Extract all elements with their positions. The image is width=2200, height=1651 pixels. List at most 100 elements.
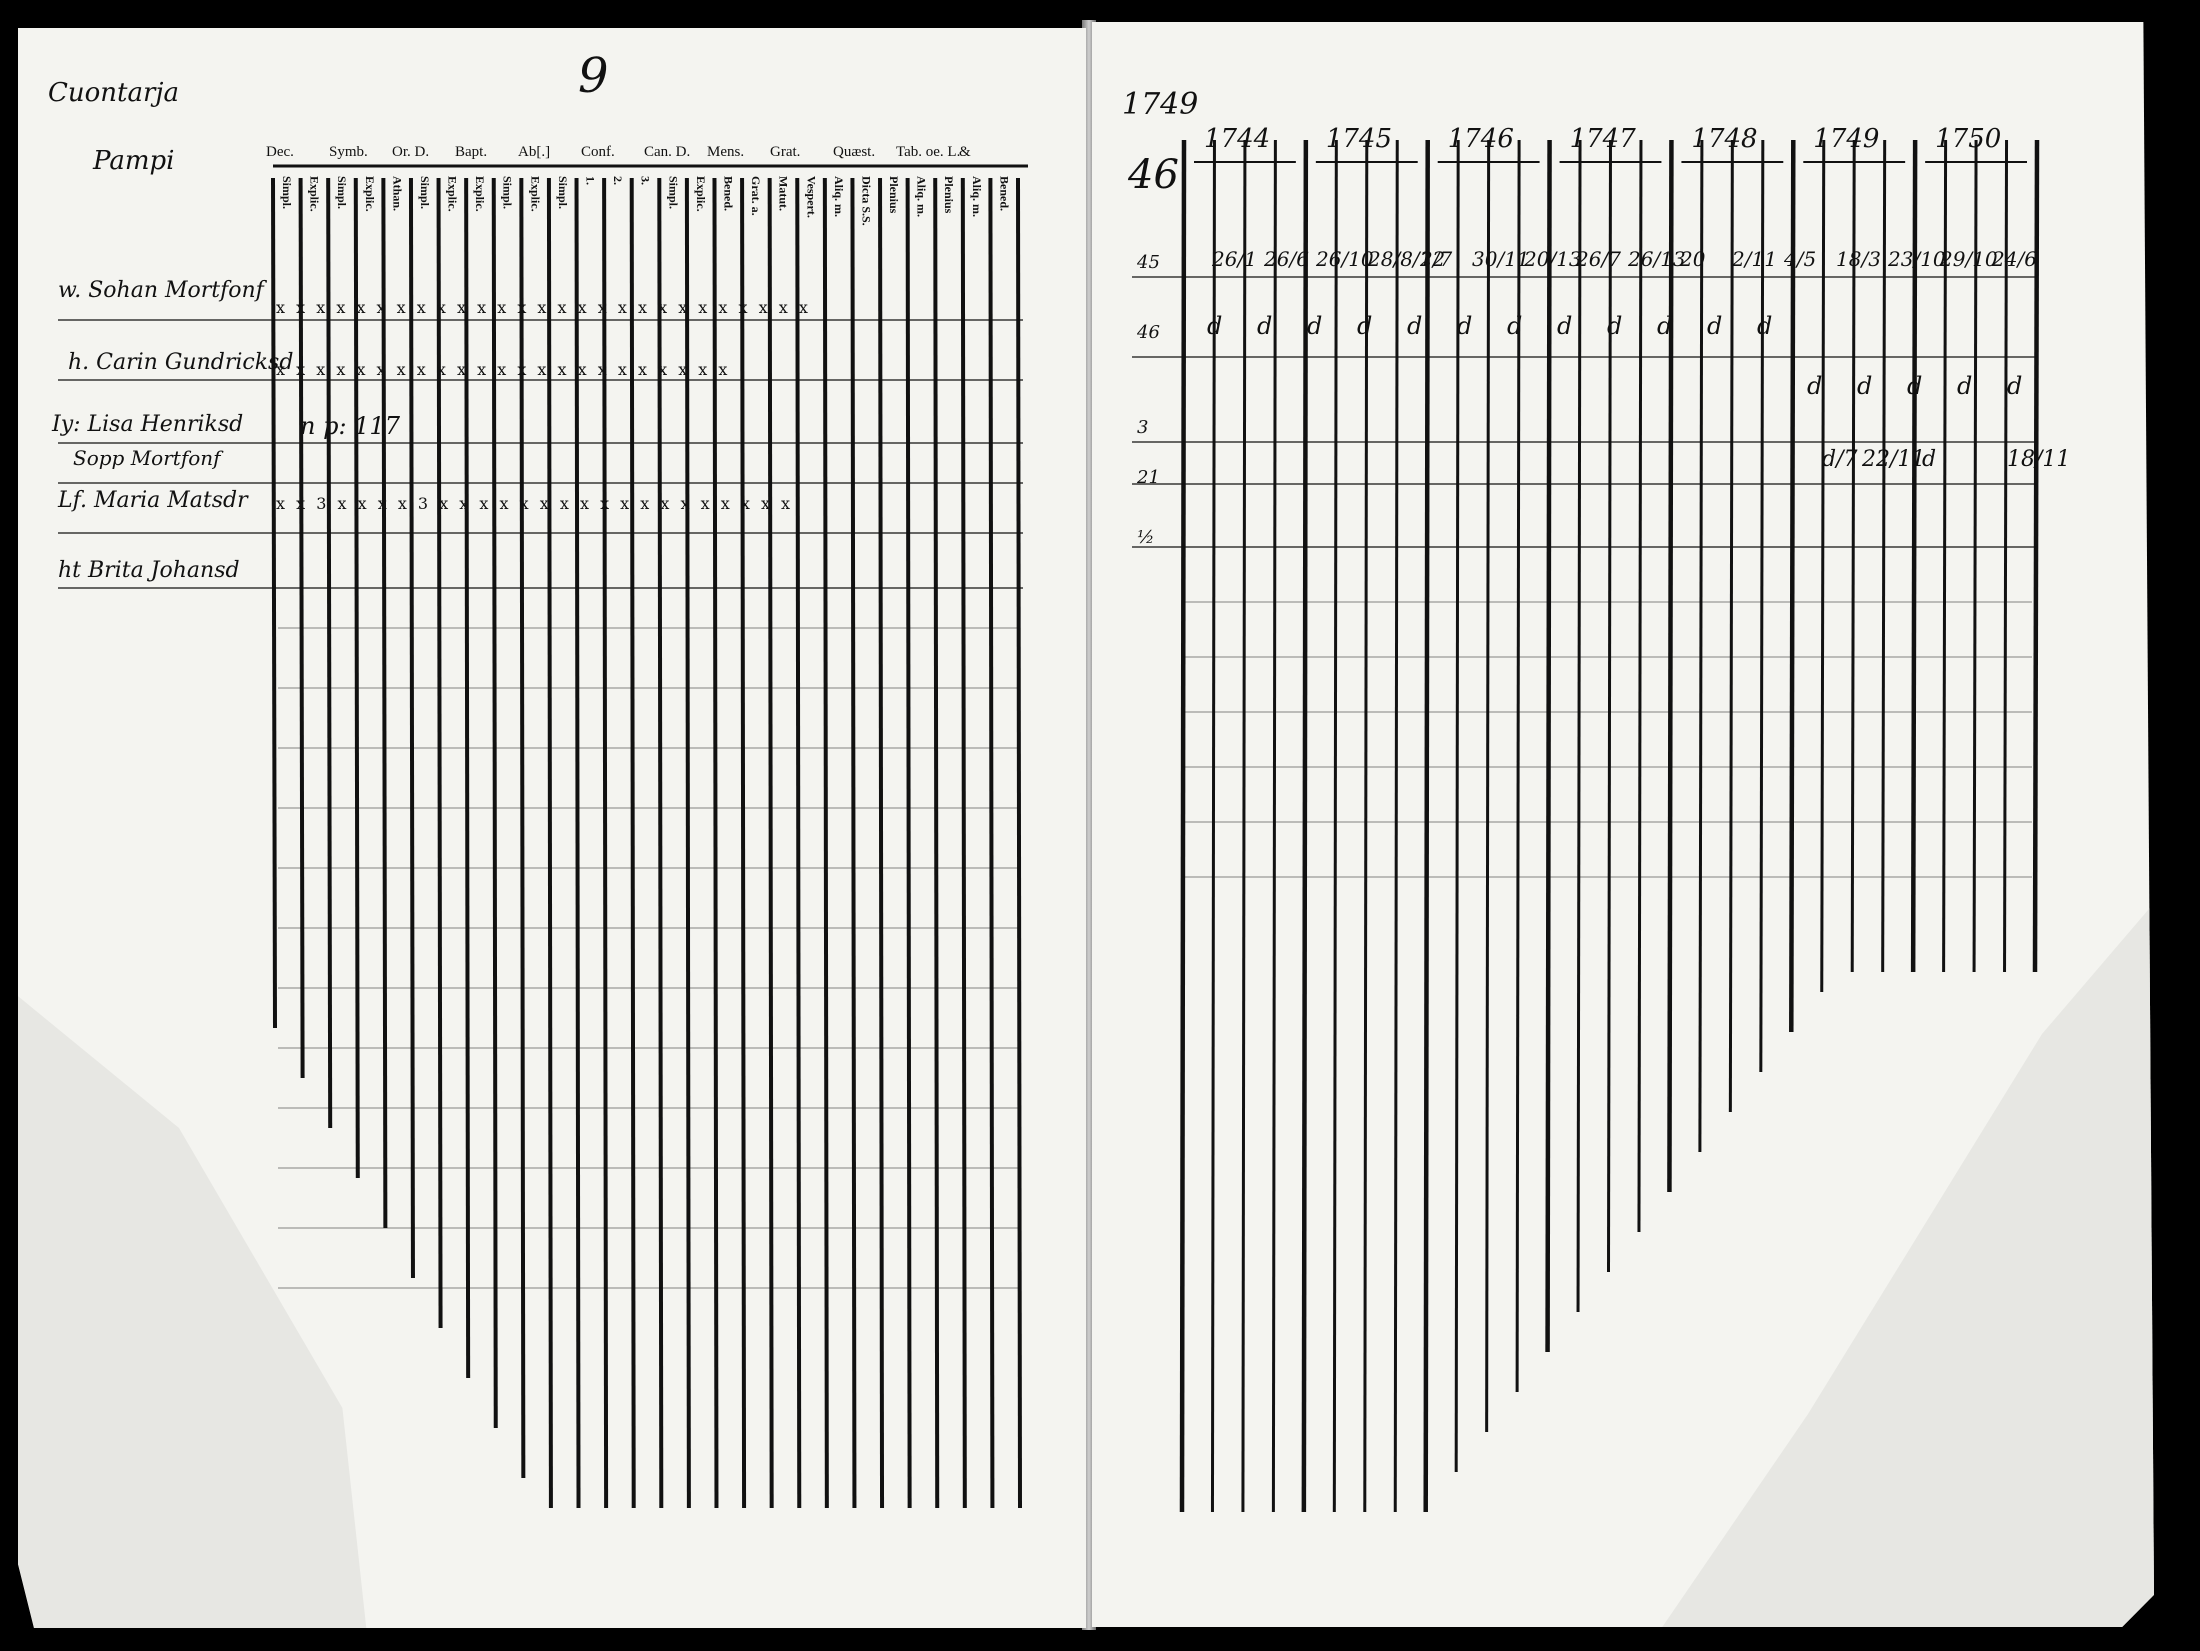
column-rule bbox=[574, 177, 581, 1509]
column-header: Plenius bbox=[942, 176, 957, 214]
column-rule bbox=[1850, 139, 1856, 973]
header-group: & bbox=[959, 144, 971, 160]
name-row-6: ht Brita Johansd bbox=[58, 558, 240, 583]
year-entry: 18/11 bbox=[2007, 447, 2071, 472]
column-rule bbox=[1454, 139, 1460, 1473]
column-header: Explic. bbox=[445, 176, 460, 212]
column-header: Plenius bbox=[887, 176, 902, 214]
row-label: 21 bbox=[1137, 467, 1160, 488]
year-header: 1749 bbox=[1813, 124, 1880, 154]
header-group: Ab[.] bbox=[518, 144, 551, 160]
column-header: Explic. bbox=[528, 176, 543, 212]
column-header: Explic. bbox=[307, 176, 322, 212]
year-entry: d bbox=[1207, 312, 1223, 340]
column-rule bbox=[1016, 177, 1022, 1509]
column-rule bbox=[2032, 139, 2040, 973]
year-entry: 2/7 bbox=[1420, 247, 1453, 271]
column-rule bbox=[712, 177, 719, 1509]
header-group: Conf. bbox=[581, 144, 615, 160]
column-rule bbox=[1332, 139, 1338, 1513]
row-label: 46 bbox=[1137, 322, 1160, 343]
year-header: 1750 bbox=[1935, 124, 2002, 154]
year-entry: 20 bbox=[1680, 247, 1706, 271]
column-rule bbox=[905, 177, 912, 1509]
year-entry: 23/10 bbox=[1888, 247, 1946, 271]
year-entry: 20/13 bbox=[1524, 247, 1582, 271]
name-row-2: h. Carin Gundricksd bbox=[68, 350, 293, 375]
page-reference: n p: 117 bbox=[300, 412, 400, 440]
column-header: 1. bbox=[583, 176, 598, 185]
column-header: 3. bbox=[638, 176, 653, 185]
column-header: Dicta S.S. bbox=[859, 176, 874, 226]
year-entry: 24/6 bbox=[1992, 247, 2037, 271]
column-rule bbox=[1423, 139, 1430, 1513]
column-rule bbox=[1728, 139, 1734, 1113]
year-header: 1748 bbox=[1691, 124, 1758, 154]
column-rule bbox=[740, 177, 747, 1509]
column-header: Athan. bbox=[390, 176, 405, 212]
column-header: 2. bbox=[611, 176, 626, 185]
year-entry: d bbox=[1757, 312, 1773, 340]
column-rule bbox=[326, 177, 333, 1129]
name-text: Carin Gundricksd bbox=[96, 350, 294, 375]
column-rule bbox=[1179, 139, 1187, 1513]
left-page: Cuontarja Pampi 9 Dec.Symb.Or. D.Bapt.Ab… bbox=[18, 28, 1086, 1628]
column-header: Explic. bbox=[693, 176, 708, 212]
column-rule bbox=[933, 177, 940, 1509]
column-rule bbox=[1576, 139, 1582, 1313]
column-header: Simpl. bbox=[666, 176, 681, 210]
year-entry: d bbox=[1807, 372, 1823, 400]
column-rule bbox=[464, 177, 471, 1379]
name-row-5: Lf. Maria Matsdr bbox=[58, 488, 248, 513]
year-entry: d bbox=[1857, 372, 1873, 400]
corner-year: 1749 bbox=[1122, 87, 1199, 122]
column-rule bbox=[1698, 139, 1704, 1153]
year-header: 1744 bbox=[1204, 124, 1271, 154]
row-label: ½ bbox=[1137, 527, 1155, 548]
row-marks-2: x x x x x x x x x x x x x x x x x x x x … bbox=[276, 360, 731, 379]
column-rule bbox=[1271, 139, 1277, 1513]
column-rule bbox=[1301, 139, 1309, 1513]
column-header: Simpl. bbox=[555, 176, 570, 210]
year-entry: 22/11 bbox=[1862, 447, 1926, 472]
left-grid bbox=[58, 164, 1028, 1509]
column-rule bbox=[546, 177, 553, 1509]
column-rule bbox=[602, 177, 609, 1509]
right-grid bbox=[1132, 139, 2040, 1513]
name-prefix: Iy: bbox=[52, 412, 81, 437]
column-header: Simpl. bbox=[500, 176, 515, 210]
column-rule bbox=[1241, 139, 1247, 1513]
column-rule bbox=[1637, 139, 1643, 1233]
year-header: 1747 bbox=[1569, 124, 1636, 154]
year-entry: d bbox=[1557, 312, 1573, 340]
column-rule bbox=[1393, 139, 1399, 1513]
village-name: Cuontarja bbox=[48, 78, 179, 108]
year-entry: d bbox=[1307, 312, 1323, 340]
column-header: Bened. bbox=[997, 176, 1012, 212]
year-entry: 26/7 bbox=[1576, 247, 1621, 271]
name-text: Maria Matsdr bbox=[93, 488, 248, 513]
year-entry: d/7 bbox=[1822, 447, 1858, 472]
column-rule bbox=[878, 177, 885, 1509]
column-rule bbox=[491, 177, 498, 1429]
year-entry: d bbox=[1657, 312, 1673, 340]
row-label: 3 bbox=[1137, 417, 1149, 438]
row-marks-5: x x 3 x x x x 3 x x x x x x x x x x x x … bbox=[276, 494, 794, 513]
column-header: Simpl. bbox=[280, 176, 294, 210]
column-rule bbox=[1910, 139, 1918, 973]
name-text: Lisa Henriksd bbox=[87, 412, 244, 437]
column-header: Vespert. bbox=[804, 176, 819, 218]
year-entry: 4/5 bbox=[1784, 247, 1817, 271]
year-header: 1745 bbox=[1325, 124, 1393, 154]
column-header: Aliq. m. bbox=[831, 176, 846, 218]
column-rule bbox=[1607, 139, 1612, 1273]
column-rule bbox=[1759, 139, 1765, 1073]
year-entry: 2/11 bbox=[1732, 247, 1777, 271]
header-group: Can. D. bbox=[644, 144, 691, 160]
column-rule bbox=[1942, 139, 1948, 973]
year-entry: d bbox=[1357, 312, 1373, 340]
column-header: Aliq. m. bbox=[969, 176, 984, 218]
year-entry: d bbox=[1407, 312, 1423, 340]
column-rule bbox=[408, 177, 415, 1279]
header-group: Tab. oe. L. bbox=[896, 144, 961, 160]
